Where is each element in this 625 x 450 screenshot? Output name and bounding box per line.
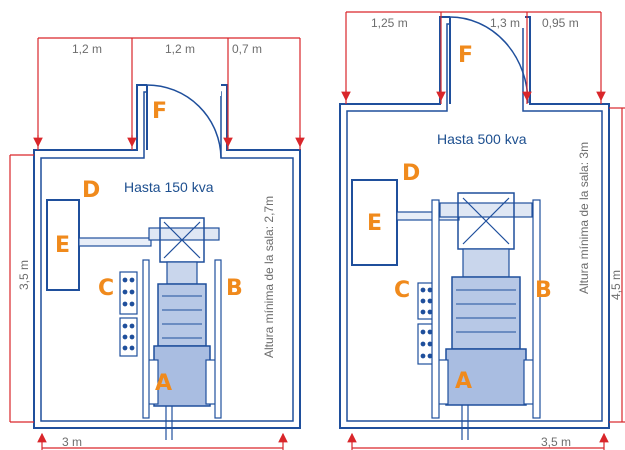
left-plan: 1,2 m 1,2 m 0,7 m 3,5 m 3 m Hasta 150 kv… — [9, 37, 305, 450]
left-battery — [119, 271, 138, 357]
left-label-d: D — [82, 178, 100, 203]
right-bottom-dimension — [347, 432, 609, 450]
left-dim-top-1: 1,2 m — [72, 42, 102, 56]
left-label-e: E — [55, 233, 70, 258]
left-plan-title: Hasta 150 kva — [124, 179, 214, 195]
right-dim-side: 4,5 m — [609, 270, 623, 300]
left-door — [146, 80, 222, 159]
right-label-c: C — [394, 278, 410, 303]
right-label-e: E — [367, 211, 382, 236]
right-door — [449, 12, 529, 104]
left-top-dimensions — [33, 37, 305, 150]
right-label-b: B — [535, 278, 552, 303]
right-min-height: Altura mínima de la sala: 3m — [577, 142, 591, 294]
right-plan: 1,25 m 1,3 m 0,95 m 4,5 m 3,5 m Hasta 50… — [339, 11, 625, 450]
right-label-a: A — [455, 369, 472, 394]
left-control-panel — [46, 199, 152, 291]
right-top-dimensions — [341, 11, 606, 104]
right-dim-top-2: 1,3 m — [490, 16, 520, 30]
right-plan-title: Hasta 500 kva — [437, 131, 527, 147]
left-label-b: B — [226, 276, 243, 301]
left-bottom-dimension — [37, 432, 288, 450]
left-dim-top-3: 0,7 m — [232, 42, 262, 56]
left-dim-top-2: 1,2 m — [165, 42, 195, 56]
left-dim-side: 3,5 m — [17, 260, 31, 290]
left-generator — [142, 217, 222, 440]
left-side-dimension — [9, 154, 34, 423]
left-label-a: A — [155, 371, 172, 396]
right-dim-top-1: 1,25 m — [371, 16, 408, 30]
left-dim-bottom: 3 m — [62, 435, 82, 449]
right-dim-top-3: 0,95 m — [542, 16, 579, 30]
right-side-dimension — [609, 107, 625, 423]
right-label-f: F — [458, 43, 473, 68]
right-generator — [431, 192, 541, 440]
right-label-d: D — [402, 161, 420, 186]
left-label-c: C — [98, 276, 114, 301]
left-label-f: F — [152, 99, 167, 124]
right-dim-bottom: 3,5 m — [541, 435, 571, 449]
left-min-height: Altura mínima de la sala: 2,7m — [262, 196, 276, 358]
right-battery — [417, 282, 436, 365]
